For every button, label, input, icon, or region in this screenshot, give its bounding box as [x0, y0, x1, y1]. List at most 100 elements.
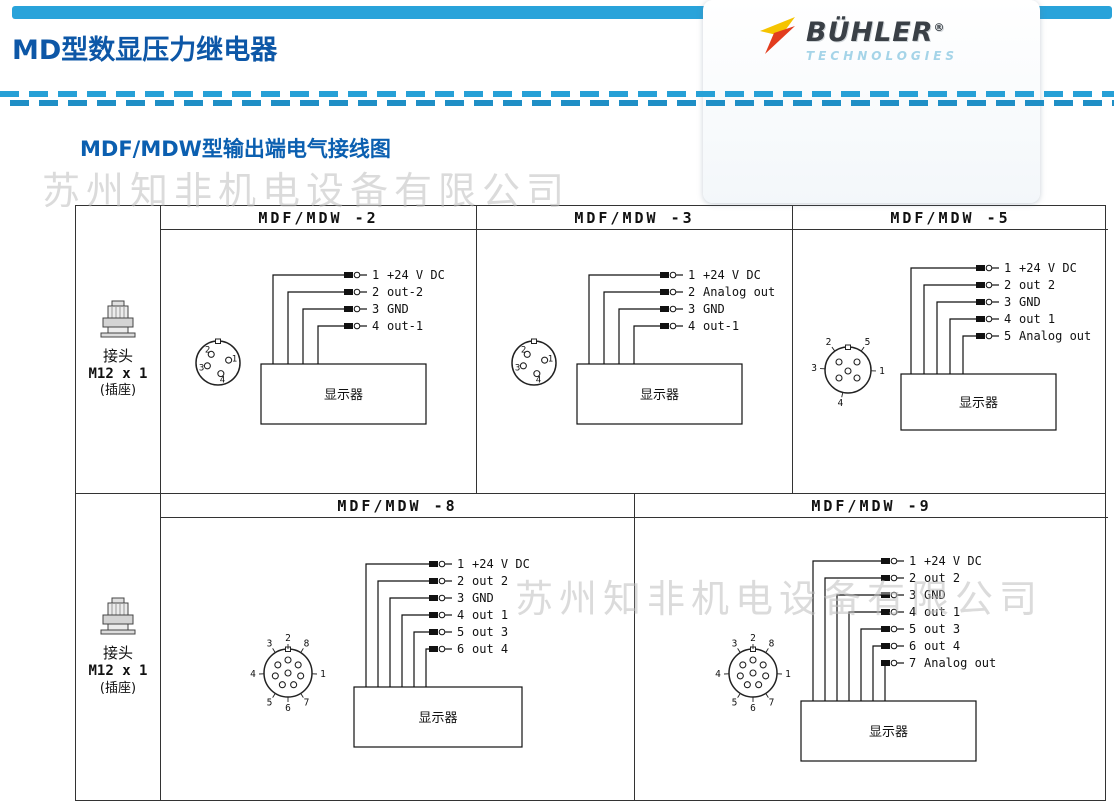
- svg-text:7: 7: [304, 698, 310, 709]
- svg-text:2: 2: [826, 337, 832, 348]
- side-label-line3: (插座): [99, 383, 137, 398]
- svg-text:6: 6: [457, 642, 464, 656]
- svg-text:4: 4: [372, 319, 379, 333]
- svg-text:5: 5: [732, 698, 738, 709]
- side-label-line1: 接头: [102, 346, 133, 365]
- svg-text:7: 7: [909, 656, 916, 670]
- svg-text:1: 1: [879, 366, 885, 377]
- svg-text:8: 8: [769, 638, 775, 649]
- svg-text:+24 V DC: +24 V DC: [703, 268, 761, 282]
- logo-registered-mark: ®: [933, 21, 946, 34]
- side-label-line2: M12 x 1: [88, 365, 148, 382]
- svg-text:GND: GND: [472, 591, 494, 605]
- svg-text:1: 1: [320, 669, 326, 680]
- svg-text:Analog out: Analog out: [924, 656, 996, 670]
- svg-text:out 3: out 3: [472, 625, 508, 639]
- svg-text:out 2: out 2: [1019, 278, 1055, 292]
- svg-text:5: 5: [1004, 329, 1011, 343]
- buhler-logo-mark-icon: [760, 17, 795, 54]
- svg-text:4: 4: [837, 398, 843, 409]
- svg-text:6: 6: [909, 639, 916, 653]
- svg-text:2: 2: [372, 285, 379, 299]
- logo-brand: BÜHLER®: [806, 17, 946, 48]
- svg-text:5: 5: [909, 622, 916, 636]
- svg-text:2: 2: [1004, 278, 1011, 292]
- svg-text:3: 3: [688, 302, 695, 316]
- svg-text:显示器: 显示器: [640, 388, 679, 403]
- logo-text: BÜHLER® TECHNOLOGIES: [806, 14, 959, 64]
- svg-text:5: 5: [267, 698, 273, 709]
- svg-text:2: 2: [688, 285, 695, 299]
- svg-text:out-1: out-1: [703, 319, 739, 333]
- svg-text:1: 1: [1004, 261, 1011, 275]
- svg-text:out 3: out 3: [924, 622, 960, 636]
- connector-side-label: 接头 M12 x 1 (插座): [88, 347, 147, 400]
- svg-text:1: 1: [457, 557, 464, 571]
- svg-text:3: 3: [199, 363, 204, 373]
- wiring-diagram-mdf-mdw-2: 1 +24 V DC 2 out-2 3 GND 4 out-1 显示器 2 1 3 4: [195, 268, 445, 425]
- m12-plug-icon: [100, 300, 136, 338]
- svg-text:GND: GND: [703, 302, 725, 316]
- svg-text:2: 2: [285, 633, 291, 644]
- connector-side-cell: 接头 M12 x 1 (插座): [76, 494, 160, 800]
- diagram-cell-mdf-mdw-2: MDF/MDW -2 1 +24 V DC 2 out-2 3 GND 4 out-1 显示器 2…: [160, 206, 476, 493]
- svg-text:out 1: out 1: [924, 605, 960, 619]
- svg-text:+24 V DC: +24 V DC: [472, 557, 530, 571]
- svg-text:out 1: out 1: [472, 608, 508, 622]
- svg-text:8: 8: [304, 638, 310, 649]
- page-title: MD型数显压力继电器: [12, 35, 278, 66]
- diagram-title: MDF/MDW -9: [635, 494, 1108, 518]
- svg-text:out-2: out-2: [387, 285, 423, 299]
- svg-text:3: 3: [515, 363, 520, 373]
- diagram-title: MDF/MDW -5: [793, 206, 1108, 230]
- svg-text:7: 7: [769, 698, 775, 709]
- svg-text:显示器: 显示器: [324, 388, 363, 403]
- svg-text:5: 5: [457, 625, 464, 639]
- svg-text:显示器: 显示器: [869, 725, 908, 740]
- svg-text:1: 1: [909, 554, 916, 568]
- side-label-line3: (插座): [99, 680, 137, 696]
- svg-text:Analog out: Analog out: [703, 285, 775, 299]
- svg-text:+24 V DC: +24 V DC: [387, 268, 445, 282]
- svg-text:5: 5: [865, 337, 871, 348]
- diagram-title: MDF/MDW -2: [161, 206, 476, 230]
- connector-side-label: 接头 M12 x 1 (插座): [88, 644, 147, 697]
- svg-text:+24 V DC: +24 V DC: [924, 554, 982, 568]
- svg-text:3: 3: [372, 302, 379, 316]
- svg-text:2: 2: [205, 346, 210, 356]
- svg-text:out 2: out 2: [924, 571, 960, 585]
- svg-text:4: 4: [220, 375, 225, 385]
- svg-text:3: 3: [811, 363, 817, 374]
- svg-text:out 2: out 2: [472, 574, 508, 588]
- svg-text:out 4: out 4: [924, 639, 960, 653]
- svg-text:3: 3: [909, 588, 916, 602]
- diagram-cell-mdf-mdw-3: MDF/MDW -3 1 +24 V DC 2 Analog out 3 GND 4 out-…: [476, 206, 792, 493]
- svg-text:out 1: out 1: [1019, 312, 1055, 326]
- svg-text:Analog out: Analog out: [1019, 329, 1091, 343]
- svg-text:6: 6: [750, 703, 756, 714]
- svg-text:1: 1: [372, 268, 379, 282]
- diagram-title: MDF/MDW -3: [477, 206, 792, 230]
- logo-tagline: TECHNOLOGIES: [806, 49, 959, 63]
- svg-text:1: 1: [688, 268, 695, 282]
- section-title: MDF/MDW型输出端电气接线图: [80, 137, 391, 161]
- svg-text:GND: GND: [387, 302, 409, 316]
- svg-text:4: 4: [536, 375, 541, 385]
- svg-text:1: 1: [232, 355, 237, 365]
- side-label-line2: M12 x 1: [88, 663, 148, 679]
- wiring-table-row-1: 接头 M12 x 1 (插座) MDF/MDW -2 1 +24 V DC 2 out…: [76, 206, 1108, 493]
- svg-text:out-1: out-1: [387, 319, 423, 333]
- svg-text:4: 4: [457, 608, 464, 622]
- dashed-separator-bottom: [0, 100, 1114, 106]
- svg-text:6: 6: [285, 703, 291, 714]
- buhler-logo: BÜHLER® TECHNOLOGIES: [703, 0, 1040, 63]
- svg-text:1: 1: [548, 355, 553, 365]
